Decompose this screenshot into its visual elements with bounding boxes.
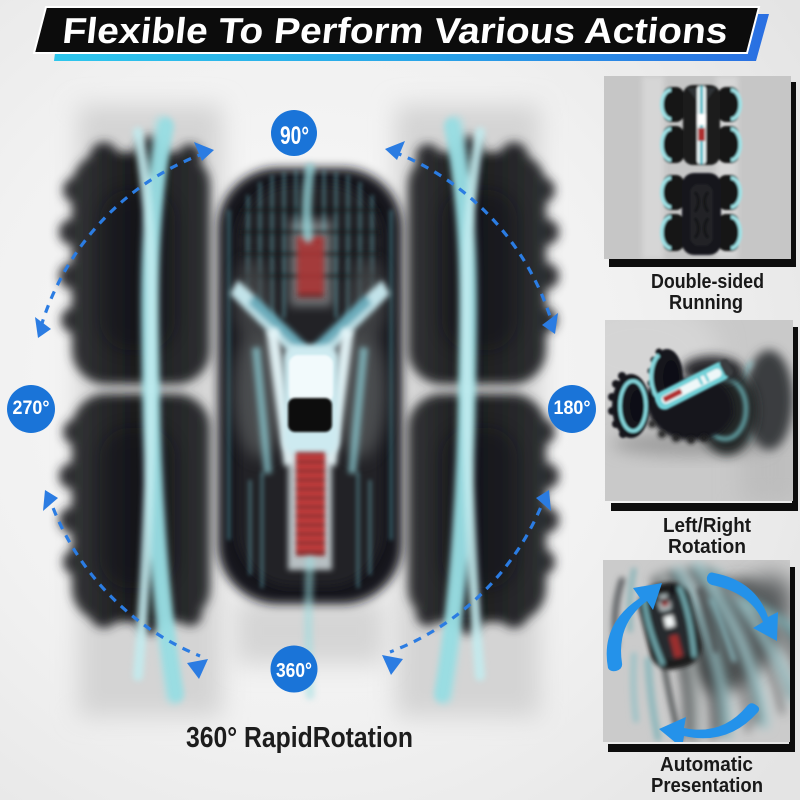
svg-text:Presentation: Presentation xyxy=(651,775,763,797)
svg-text:Left/Right: Left/Right xyxy=(663,515,751,537)
svg-text:90°: 90° xyxy=(280,122,309,150)
svg-text:360°: 360° xyxy=(276,660,312,682)
svg-text:Flexible To Perform Various Ac: Flexible To Perform Various Actions xyxy=(61,10,730,51)
svg-text:Running: Running xyxy=(669,292,743,314)
svg-text:Rotation: Rotation xyxy=(668,536,746,558)
svg-text:360° RapidRotation: 360° RapidRotation xyxy=(186,722,413,754)
svg-text:Double-sided: Double-sided xyxy=(651,271,764,293)
svg-text:Automatic: Automatic xyxy=(660,754,753,776)
svg-text:270°: 270° xyxy=(13,398,50,419)
svg-text:180°: 180° xyxy=(554,398,591,419)
